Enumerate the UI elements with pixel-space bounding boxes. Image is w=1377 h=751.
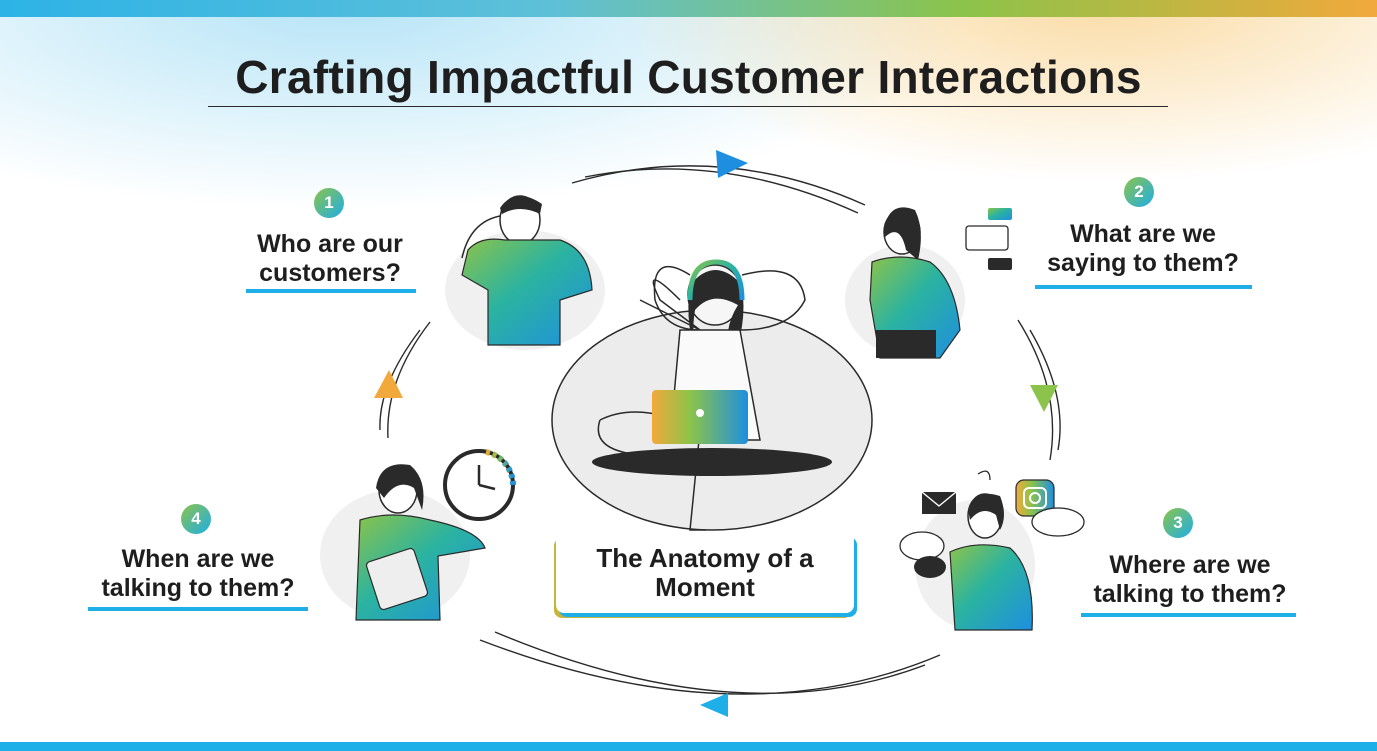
- step-1-badge: 1: [314, 188, 344, 218]
- bottom-bar: [0, 742, 1377, 751]
- step-1-question: Who are our customers?: [257, 230, 403, 287]
- step-2-question: What are we saying to them?: [1047, 220, 1239, 277]
- step-2-figure: [845, 207, 1012, 359]
- step-4-figure: [320, 449, 516, 621]
- chat-bubble-icon: [965, 225, 1009, 251]
- arrow-head-top: [716, 150, 748, 178]
- step-1-underline: [246, 289, 416, 293]
- arrow-head-right: [1030, 385, 1058, 412]
- headset-icon: [687, 259, 745, 301]
- page-title: Crafting Impactful Customer Interactions: [235, 51, 1142, 103]
- step-3-underline: [1081, 613, 1296, 617]
- step-4-underline: [88, 607, 308, 611]
- step-3-badge: 3: [1163, 508, 1193, 538]
- step-1-figure: [445, 195, 605, 350]
- step-3-figure: [899, 470, 1085, 631]
- center-label: The Anatomy of a Moment: [596, 543, 814, 602]
- center-figure: [551, 259, 873, 531]
- title-underline: [208, 106, 1168, 107]
- center-label-box: The Anatomy of a Moment: [556, 533, 854, 613]
- top-gradient-bar: [0, 0, 1377, 17]
- step-4-badge: 4: [181, 504, 211, 534]
- arrow-head-left: [374, 370, 403, 398]
- arrow-head-bottom: [700, 693, 728, 717]
- clock-icon: [443, 449, 516, 521]
- step-4-question: When are we talking to them?: [101, 545, 295, 602]
- step-2-underline: [1035, 285, 1252, 289]
- email-icon: [922, 492, 956, 514]
- step-2-badge: 2: [1124, 177, 1154, 207]
- step-3-question: Where are we talking to them?: [1093, 551, 1287, 608]
